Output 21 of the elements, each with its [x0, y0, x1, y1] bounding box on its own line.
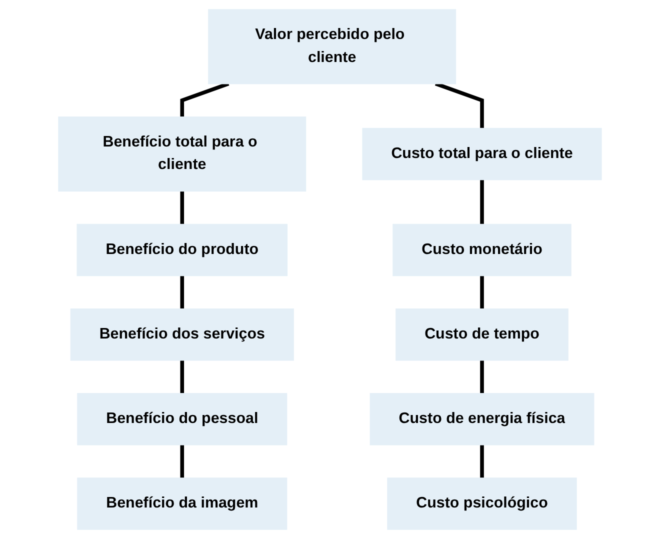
node-box: Custo de tempo	[395, 308, 568, 361]
connector	[480, 360, 484, 394]
connector	[180, 191, 184, 224]
node-box: Valor percebido pelo cliente	[208, 9, 456, 84]
node-box: Custo monetário	[392, 224, 571, 276]
node-box: Custo total para o cliente	[362, 128, 602, 180]
connector	[434, 82, 484, 128]
connector	[180, 82, 229, 117]
node-box: Benefício da imagem	[76, 478, 287, 530]
connector	[180, 444, 184, 478]
node-box: Benefício do pessoal	[76, 393, 287, 446]
connector	[480, 276, 484, 309]
node-box: Benefício do produto	[76, 224, 288, 276]
connector	[180, 360, 184, 394]
connector	[480, 180, 484, 224]
node-box: Benefício total para o cliente	[58, 116, 306, 192]
node-box: Custo de energia física	[369, 393, 594, 446]
connector	[480, 444, 484, 478]
node-box: Benefício dos serviços	[70, 308, 294, 361]
connector	[180, 276, 184, 309]
node-box: Custo psicológico	[386, 478, 576, 530]
